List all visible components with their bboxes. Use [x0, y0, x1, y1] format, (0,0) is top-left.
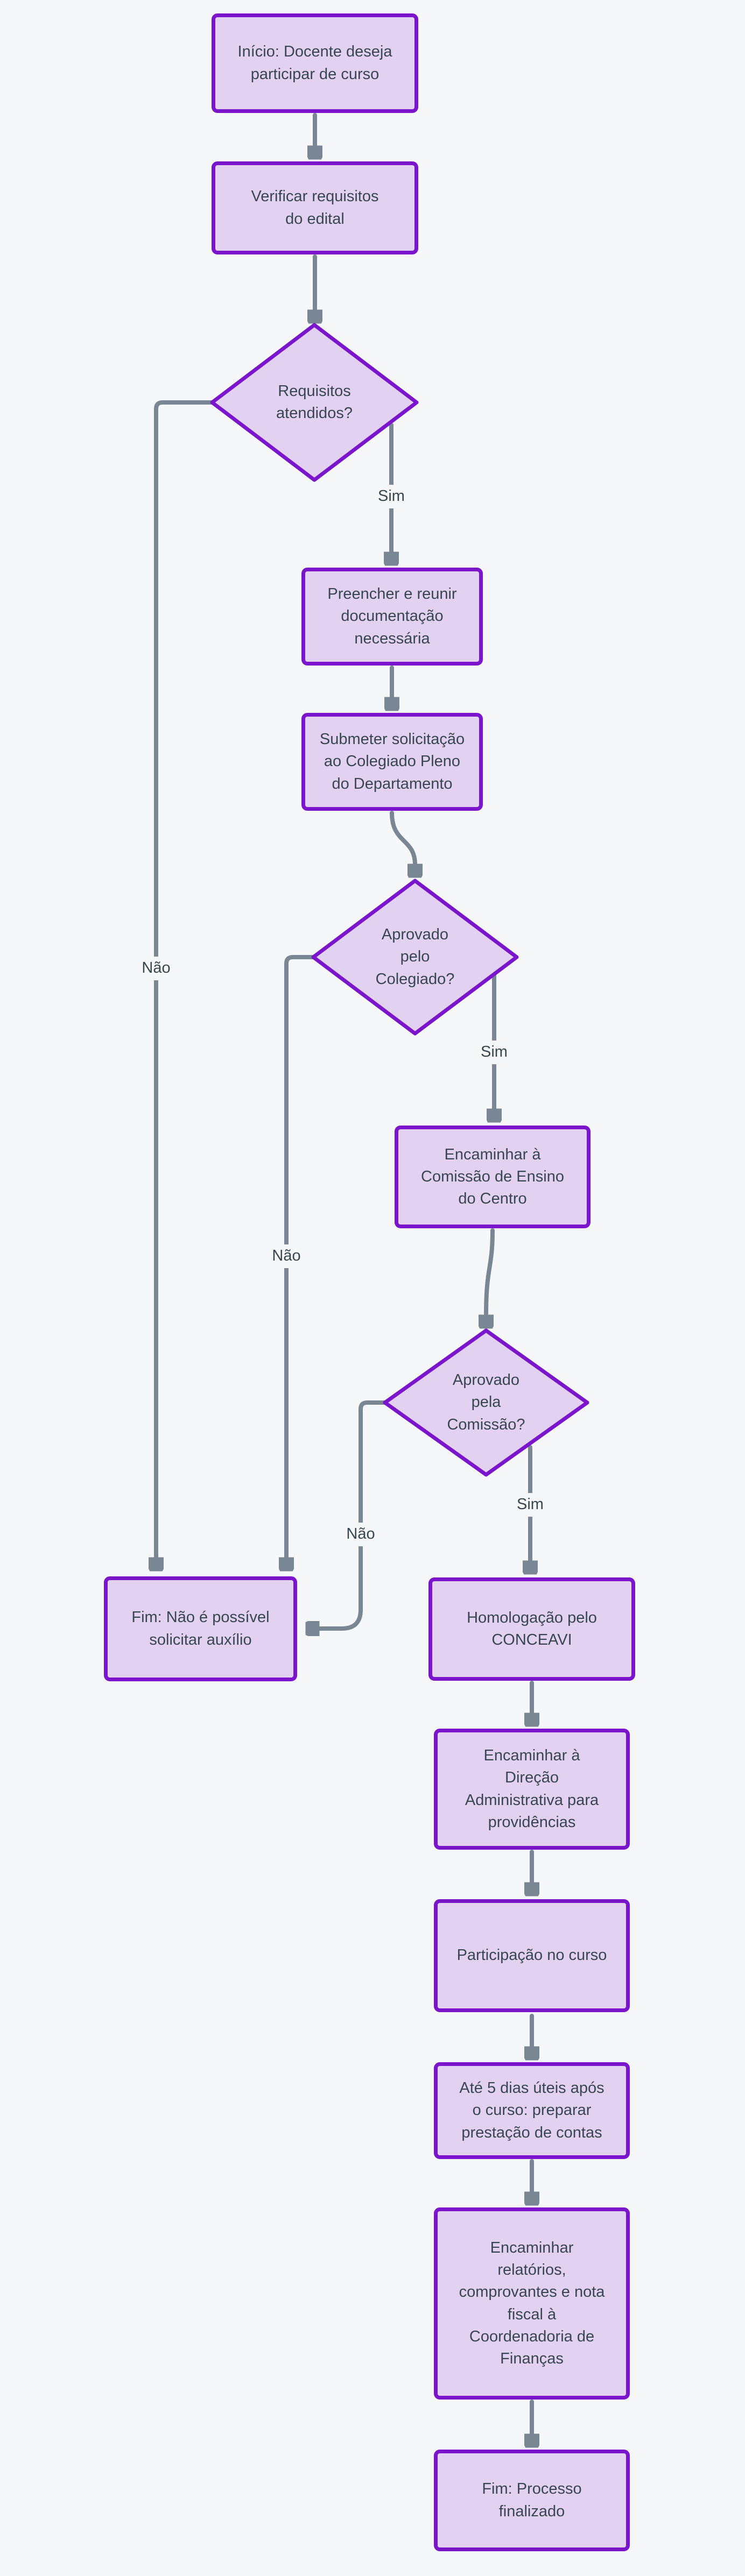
node-participacao: Participação no curso	[434, 1899, 630, 2012]
decision-requisitos-label: Requisitos atendidos?	[276, 382, 353, 422]
node-verificar-label: Verificar requisitos do edital	[251, 188, 379, 228]
node-homologacao-label: Homologação pelo CONCEAVI	[467, 1609, 597, 1648]
edge-colegiado-nao-fim	[286, 955, 315, 1558]
node-homologacao: Homologação pelo CONCEAVI	[428, 1577, 635, 1681]
node-comissao-ensino: Encaminhar à Comissão de Ensino do Centr…	[395, 1126, 591, 1228]
node-inicio-label: Início: Docente deseja participar de cur…	[237, 43, 392, 83]
edge-label-comissao-nao: Não	[340, 1523, 382, 1546]
edge-label-colegiado-sim: Sim	[474, 1041, 514, 1064]
node-relatorios: Encaminhar relatórios, comprovantes e no…	[434, 2207, 630, 2400]
node-fim-processo-label: Fim: Processo finalizado	[482, 2480, 582, 2520]
edge-label-comissao-sim: Sim	[510, 1493, 550, 1517]
node-relatorios-label: Encaminhar relatórios, comprovantes e no…	[459, 2239, 605, 2367]
node-submeter-label: Submeter solicitação ao Colegiado Pleno …	[319, 731, 465, 792]
node-prestacao: Até 5 dias úteis após o curso: preparar …	[434, 2062, 630, 2159]
node-participacao-label: Participação no curso	[456, 1947, 607, 1964]
node-preencher-label: Preencher e reunir documentação necessár…	[327, 585, 457, 647]
node-direcao-label: Encaminhar à Direção Administrativa para…	[465, 1747, 599, 1831]
node-comissao-ensino-label: Encaminhar à Comissão de Ensino do Centr…	[421, 1145, 564, 1208]
decision-colegiado-label: Aprovado pelo Colegiado?	[375, 926, 455, 988]
node-direcao: Encaminhar à Direção Administrativa para…	[434, 1729, 630, 1850]
edge-requisitos-nao-fim	[156, 400, 214, 1558]
node-preencher: Preencher e reunir documentação necessár…	[301, 568, 483, 666]
decision-comissao-shape	[383, 1328, 589, 1477]
edge-label-requisitos-sim: Sim	[371, 485, 411, 508]
edge-label-colegiado-nao: Não	[265, 1244, 307, 1268]
node-prestacao-label: Até 5 dias úteis após o curso: preparar …	[459, 2079, 605, 2141]
edge-label-requisitos-nao: Não	[135, 957, 177, 980]
decision-colegiado: Aprovado pelo Colegiado?	[329, 898, 501, 1016]
decision-requisitos: Requisitos atendidos?	[228, 359, 400, 445]
edge-comissao-nao-fim	[319, 1400, 387, 1629]
edge-submeter-colegiado	[390, 811, 415, 865]
node-fim-processo: Fim: Processo finalizado	[434, 2450, 630, 2551]
node-fim-negado: Fim: Não é possível solicitar auxílio	[104, 1576, 297, 1681]
node-submeter: Submeter solicitação ao Colegiado Pleno …	[301, 713, 483, 811]
node-inicio: Início: Docente deseja participar de cur…	[212, 13, 418, 113]
node-fim-negado-label: Fim: Não é possível solicitar auxílio	[131, 1609, 270, 1648]
node-verificar: Verificar requisitos do edital	[212, 161, 418, 254]
edge-comissao-ensino-comissao	[486, 1228, 495, 1315]
decision-comissao: Aprovado pela Comissão?	[400, 1343, 572, 1462]
decision-colegiado-shape	[311, 879, 519, 1036]
decision-requisitos-shape	[210, 323, 419, 482]
decision-comissao-label: Aprovado pela Comissão?	[447, 1371, 525, 1433]
